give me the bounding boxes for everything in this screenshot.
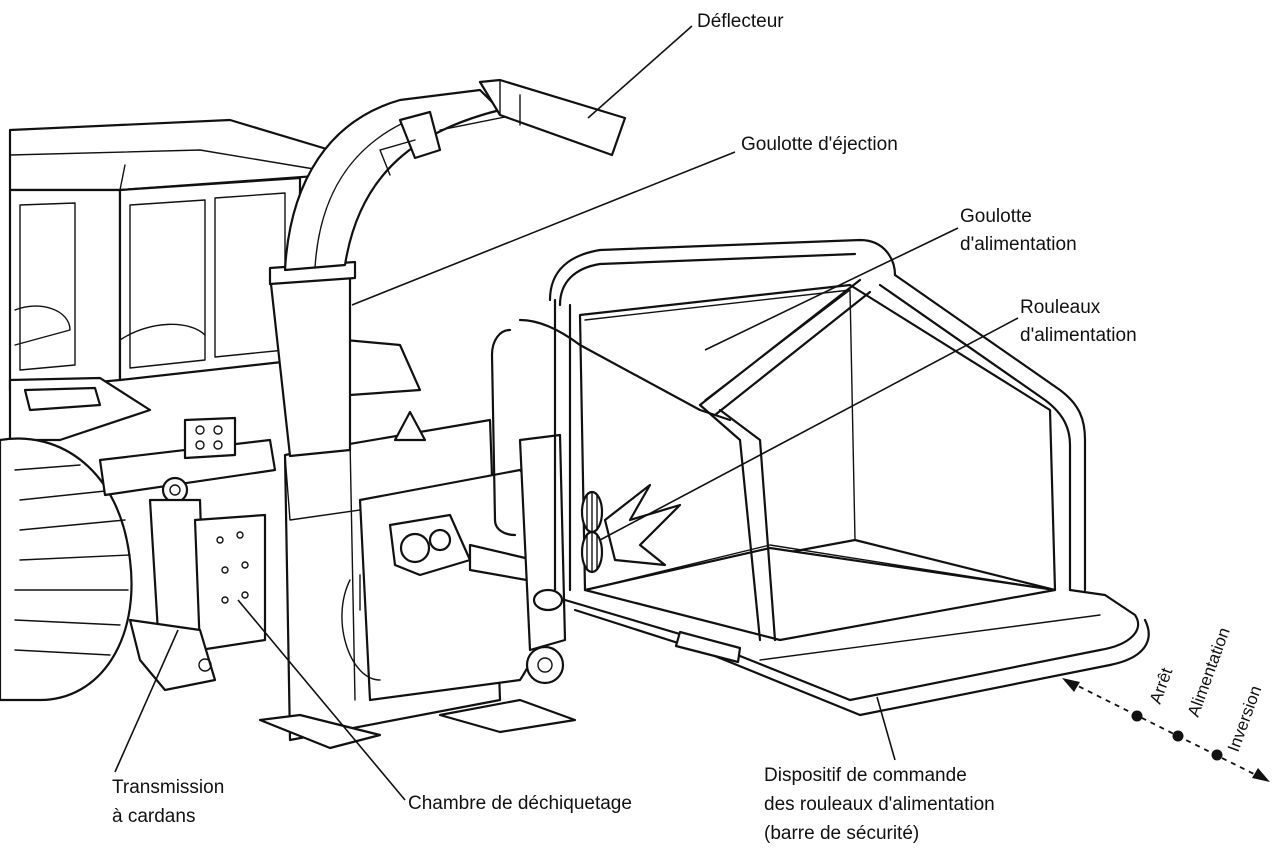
label-chambre-dechiquetage: Chambre de déchiquetage [408, 793, 632, 814]
arrow-head-down-icon [1252, 768, 1270, 782]
ejection-chute [268, 88, 546, 458]
label-transmission-line1: Transmission [112, 777, 224, 798]
tractor [0, 118, 332, 702]
label-goulotte-alimentation-line1: Goulotte [960, 206, 1032, 227]
label-rouleaux-line1: Rouleaux [1020, 297, 1101, 318]
position-dot-alimentation [1172, 730, 1184, 742]
feed-rollers [580, 490, 604, 574]
control-direction-indicator: Arrêt Alimentation Inversion [1062, 625, 1270, 782]
position-label-arret: Arrêt [1146, 665, 1177, 706]
position-label-inversion: Inversion [1224, 683, 1265, 754]
label-dispositif-line2: des rouleaux d'alimentation [764, 794, 995, 815]
chipper-body [258, 338, 577, 750]
label-goulotte-ejection: Goulotte d'éjection [741, 134, 898, 155]
label-deflecteur: Déflecteur [697, 11, 784, 32]
label-dispositif-line1: Dispositif de commande [764, 765, 967, 786]
position-dot-inversion [1211, 749, 1223, 761]
safety-bar [563, 588, 1150, 717]
label-rouleaux-line2: d'alimentation [1020, 325, 1137, 346]
arrow-head-up-icon [1062, 678, 1080, 692]
position-label-alimentation: Alimentation [1184, 625, 1234, 719]
leader-lines [114, 25, 1019, 801]
position-dot-arret [1131, 710, 1143, 722]
deflector [478, 78, 627, 157]
label-goulotte-alimentation-line2: d'alimentation [960, 234, 1077, 255]
callout-labels: Déflecteur Goulotte d'éjection Goulotte … [112, 11, 1137, 844]
label-dispositif-line3: (barre de sécurité) [764, 823, 919, 844]
label-transmission-line2: à cardans [112, 806, 195, 827]
